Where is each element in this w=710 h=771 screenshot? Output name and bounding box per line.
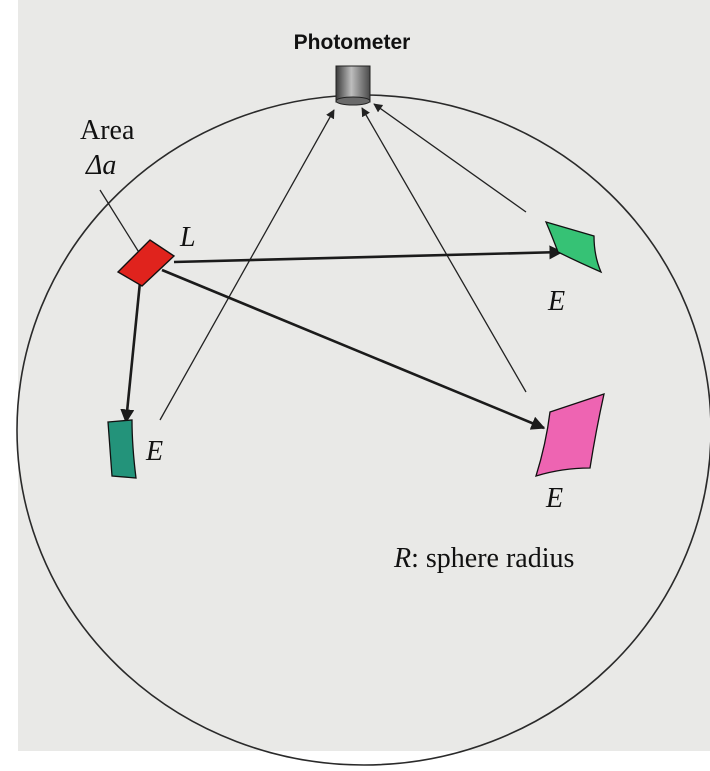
frame-bottom [0,751,710,771]
ray-source-to-bottom-right [161,268,546,430]
patch-top-right [544,220,603,274]
radius-caption: R: sphere radius [393,543,574,574]
rays-to-photometer [159,103,527,421]
rays-from-source [120,245,564,430]
ray-top-right-to-photometer [373,103,527,213]
photometer-lens [335,96,371,106]
delta-a-label: Δa [85,150,116,181]
patch-bottom-left [107,419,137,479]
patch-bottom-right [535,393,605,477]
e-label-top-right: E [547,286,565,317]
ray-bottom-left-to-photometer [159,109,335,421]
luminance-label: L [179,222,196,253]
area-pointer-line [99,189,141,255]
photometer-label: Photometer [294,31,411,54]
e-label-bottom-left: E [145,436,163,467]
photometer [335,65,371,106]
ray-source-to-bottom-left [120,281,142,424]
ray-bottom-right-to-photometer [361,107,527,393]
radius-text: : sphere radius [411,543,574,574]
source-patch [116,239,176,287]
radius-symbol: R [393,543,411,574]
frame-left [0,0,18,771]
e-label-bottom-right: E [545,483,563,514]
area-label: Area [80,115,135,146]
ray-source-to-top-right [173,245,564,264]
